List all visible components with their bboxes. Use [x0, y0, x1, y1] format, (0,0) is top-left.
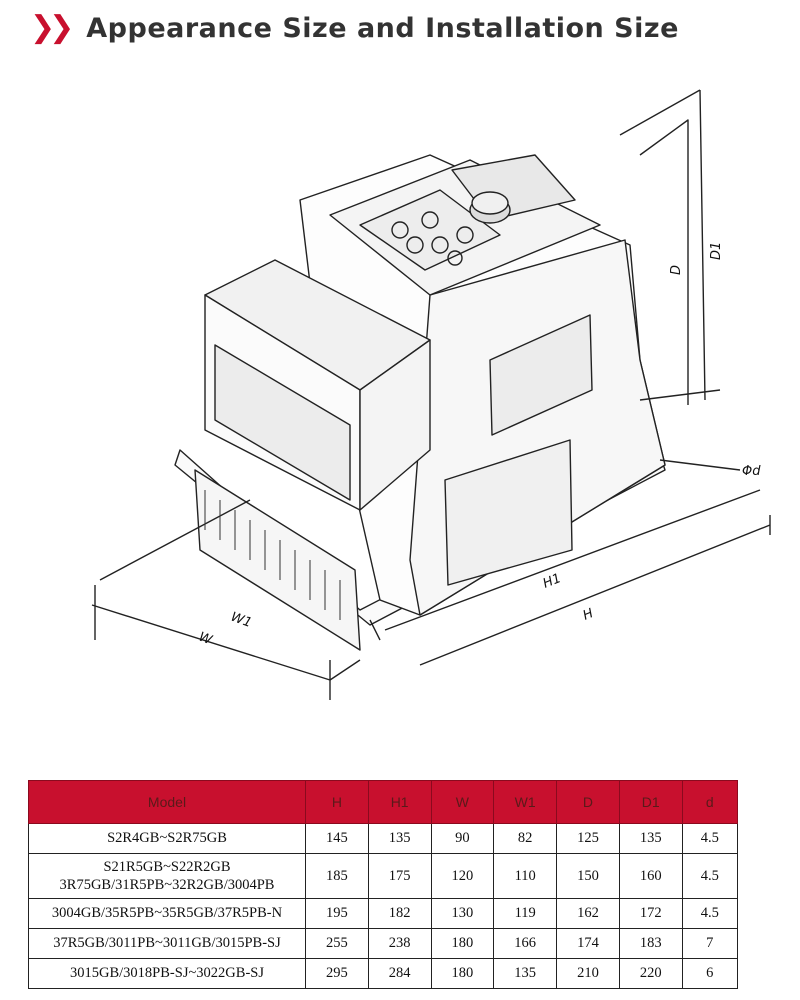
col-header-model: Model: [28, 780, 306, 824]
inverter-dimension-drawing: D1 D Φd H1 H W1 W: [91, 89, 771, 700]
value-cell-h: 295: [305, 958, 369, 989]
value-cell-w1: 82: [493, 823, 558, 854]
dim-label-h1: H1: [541, 571, 563, 592]
table-row: S21R5GB~S22R2GB 3R75GB/31R5PB~32R2GB/300…: [28, 853, 739, 899]
size-spec-table: Model H H1 W W1 D D1 d S2R4GB~S2R75GB 14…: [28, 780, 739, 989]
value-cell-h: 185: [305, 853, 369, 899]
vent-slots: [204, 490, 341, 620]
value-cell-w: 130: [430, 898, 495, 929]
col-header-w1: W1: [493, 780, 558, 824]
value-cell-hole-d: 7: [681, 928, 739, 959]
dim-label-w1: W1: [229, 610, 254, 631]
table-row: 37R5GB/3011PB~3011GB/3015PB-SJ 255 238 1…: [28, 928, 739, 959]
value-cell-w: 120: [430, 853, 495, 899]
page-header: ❯❯ Appearance Size and Installation Size: [30, 8, 679, 48]
value-cell-h1: 182: [367, 898, 432, 929]
value-cell-d: 125: [556, 823, 620, 854]
value-cell-d1: 220: [618, 958, 683, 989]
value-cell-w: 180: [430, 958, 495, 989]
value-cell-hole-d: 4.5: [681, 823, 739, 854]
dim-label-h: H: [581, 606, 596, 624]
value-cell-d: 162: [556, 898, 620, 929]
dim-label-d1: D1: [709, 242, 724, 260]
table-row: 3015GB/3018PB-SJ~3022GB-SJ 295 284 180 1…: [28, 958, 739, 989]
col-header-h1: H1: [367, 780, 432, 824]
value-cell-h1: 238: [367, 928, 432, 959]
model-cell: 3004GB/35R5PB~35R5GB/37R5PB-N: [28, 898, 306, 929]
model-cell: S2R4GB~S2R75GB: [28, 823, 306, 854]
value-cell-hole-d: 4.5: [681, 898, 739, 929]
dim-label-hole-diameter: Φd: [742, 464, 761, 479]
value-cell-hole-d: 4.5: [681, 853, 739, 899]
model-cell: 3015GB/3018PB-SJ~3022GB-SJ: [28, 958, 306, 989]
model-cell: S21R5GB~S22R2GB 3R75GB/31R5PB~32R2GB/300…: [28, 853, 306, 899]
model-cell: 37R5GB/3011PB~3011GB/3015PB-SJ: [28, 928, 306, 959]
col-header-hole-d: d: [681, 780, 739, 824]
value-cell-w1: 110: [493, 853, 558, 899]
col-header-d: D: [556, 780, 620, 824]
value-cell-h: 195: [305, 898, 369, 929]
value-cell-w: 90: [430, 823, 495, 854]
value-cell-d1: 172: [618, 898, 683, 929]
table-header-row: Model H H1 W W1 D D1 d: [28, 780, 739, 824]
col-header-d1: D1: [618, 780, 683, 824]
table-row: 3004GB/35R5PB~35R5GB/37R5PB-N 195 182 13…: [28, 898, 739, 929]
model-line: S21R5GB~S22R2GB: [103, 859, 231, 875]
value-cell-w1: 166: [493, 928, 558, 959]
value-cell-d1: 160: [618, 853, 683, 899]
value-cell-d: 210: [556, 958, 620, 989]
value-cell-w: 180: [430, 928, 495, 959]
value-cell-d: 150: [556, 853, 620, 899]
value-cell-d1: 183: [618, 928, 683, 959]
value-cell-d1: 135: [618, 823, 683, 854]
col-header-w: W: [430, 780, 495, 824]
value-cell-h1: 284: [367, 958, 432, 989]
value-cell-d: 174: [556, 928, 620, 959]
dim-label-d: D: [669, 265, 684, 275]
value-cell-h1: 135: [367, 823, 432, 854]
value-cell-hole-d: 6: [681, 958, 739, 989]
value-cell-h: 255: [305, 928, 369, 959]
dim-label-w: W: [197, 630, 215, 649]
page-title: Appearance Size and Installation Size: [86, 12, 679, 44]
value-cell-w1: 119: [493, 898, 558, 929]
col-header-h: H: [305, 780, 369, 824]
double-chevron-right-icon: ❯❯: [30, 10, 74, 45]
model-line: 3R75GB/31R5PB~32R2GB/3004PB: [59, 877, 275, 893]
table-row: S2R4GB~S2R75GB 145 135 90 82 125 135 4.5: [28, 823, 739, 854]
value-cell-h: 145: [305, 823, 369, 854]
value-cell-w1: 135: [493, 958, 558, 989]
value-cell-h1: 175: [367, 853, 432, 899]
